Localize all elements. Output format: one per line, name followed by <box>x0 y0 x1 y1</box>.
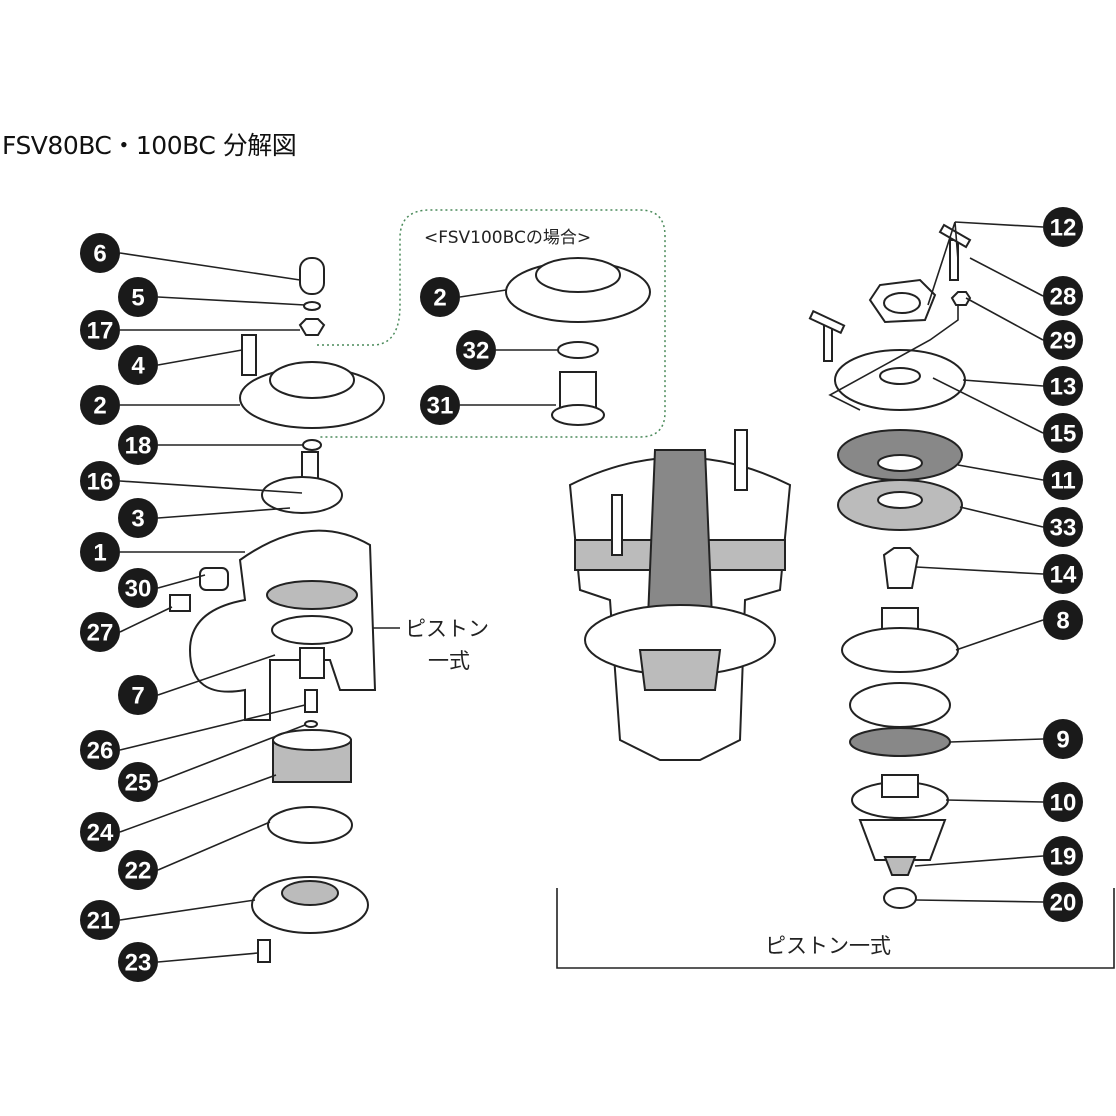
callout-6: 6 <box>80 233 120 273</box>
callout-22: 22 <box>118 850 158 890</box>
o-ring-part <box>302 439 322 451</box>
drain-plug-part <box>257 939 271 963</box>
callout-23: 23 <box>118 942 158 982</box>
callout-25: 25 <box>118 762 158 802</box>
center-cutaway <box>568 429 792 761</box>
callout-8: 8 <box>1043 600 1083 640</box>
callout-5: 5 <box>118 277 158 317</box>
svg-text:11: 11 <box>1050 468 1075 495</box>
right-parts <box>808 223 972 909</box>
piston-seal-part <box>266 580 358 610</box>
svg-text:29: 29 <box>1050 328 1077 355</box>
e-ring-part <box>303 301 321 311</box>
callout-27: 27 <box>80 612 120 652</box>
bolt-bottom-part <box>304 689 318 713</box>
svg-text:22: 22 <box>125 858 152 885</box>
callout-10: 10 <box>1043 782 1083 822</box>
callout-4: 4 <box>118 345 158 385</box>
callout-7: 7 <box>118 675 158 715</box>
callout-1: 1 <box>80 532 120 572</box>
piston-assembly-bracket <box>556 888 1115 969</box>
svg-text:7: 7 <box>131 683 144 710</box>
callout-20: 20 <box>1043 882 1083 922</box>
callout-12: 12 <box>1043 207 1083 247</box>
callout-16: 16 <box>80 461 120 501</box>
gasket-part <box>261 476 343 514</box>
svg-text:31: 31 <box>427 393 454 420</box>
callout-14: 14 <box>1043 554 1083 594</box>
inset-caption: <FSV100BCの場合> <box>424 228 591 248</box>
svg-text:32: 32 <box>463 338 490 365</box>
cap-part <box>299 257 325 295</box>
svg-text:1: 1 <box>93 540 106 567</box>
svg-text:25: 25 <box>125 770 152 797</box>
svg-text:19: 19 <box>1050 844 1077 871</box>
callout-31: 31 <box>420 385 460 425</box>
callout-3: 3 <box>118 498 158 538</box>
callout-19: 19 <box>1043 836 1083 876</box>
callout-15: 15 <box>1043 413 1083 453</box>
svg-text:13: 13 <box>1050 374 1077 401</box>
svg-text:20: 20 <box>1050 890 1077 917</box>
svg-text:5: 5 <box>131 285 144 312</box>
leader-lines <box>119 221 1044 963</box>
svg-text:27: 27 <box>87 620 114 647</box>
callout-26: 26 <box>80 730 120 770</box>
piston-label-line2: 一式 <box>428 649 470 673</box>
piston-assembly-bracket-label: ピストン一式 <box>765 934 891 958</box>
callout-21: 21 <box>80 900 120 940</box>
callout-30: 30 <box>118 568 158 608</box>
svg-text:21: 21 <box>87 908 114 935</box>
svg-text:6: 6 <box>93 241 106 268</box>
svg-text:17: 17 <box>87 318 114 345</box>
piston-label-line1: ピストン <box>405 617 489 641</box>
inset-parts <box>505 257 651 426</box>
svg-text:26: 26 <box>87 738 114 765</box>
svg-text:3: 3 <box>131 506 144 533</box>
plug-part <box>169 594 191 612</box>
svg-text:4: 4 <box>131 353 145 380</box>
inset-box-outline <box>317 209 666 438</box>
callout-17: 17 <box>80 310 120 350</box>
svg-text:2: 2 <box>93 393 106 420</box>
svg-text:28: 28 <box>1050 284 1077 311</box>
svg-text:9: 9 <box>1056 727 1069 754</box>
svg-text:30: 30 <box>125 576 152 603</box>
callout-24: 24 <box>80 812 120 852</box>
callout-2: 2 <box>80 385 120 425</box>
svg-text:12: 12 <box>1050 215 1077 242</box>
nut-part <box>298 318 326 336</box>
svg-text:10: 10 <box>1050 790 1077 817</box>
callout-inset-2: 2 <box>420 277 460 317</box>
callout-29: 29 <box>1043 320 1083 360</box>
svg-text:2: 2 <box>433 285 446 312</box>
elbow-part <box>199 567 229 591</box>
callout-9: 9 <box>1043 719 1083 759</box>
svg-text:15: 15 <box>1050 421 1077 448</box>
callout-32: 32 <box>456 330 496 370</box>
svg-text:16: 16 <box>87 469 114 496</box>
bottom-gasket-part <box>267 806 353 844</box>
bolt-part <box>241 334 257 376</box>
callout-13: 13 <box>1043 366 1083 406</box>
callout-18: 18 <box>118 425 158 465</box>
left-parts <box>169 257 385 963</box>
svg-text:23: 23 <box>125 950 152 977</box>
svg-text:8: 8 <box>1056 608 1069 635</box>
svg-text:18: 18 <box>125 433 152 460</box>
callout-11: 11 <box>1043 460 1083 500</box>
svg-text:33: 33 <box>1050 515 1077 542</box>
svg-text:14: 14 <box>1050 562 1077 589</box>
callout-28: 28 <box>1043 276 1083 316</box>
diagram-title: FSV80BC・100BC 分解図 <box>2 131 297 160</box>
svg-text:24: 24 <box>87 820 114 847</box>
callout-33: 33 <box>1043 507 1083 547</box>
